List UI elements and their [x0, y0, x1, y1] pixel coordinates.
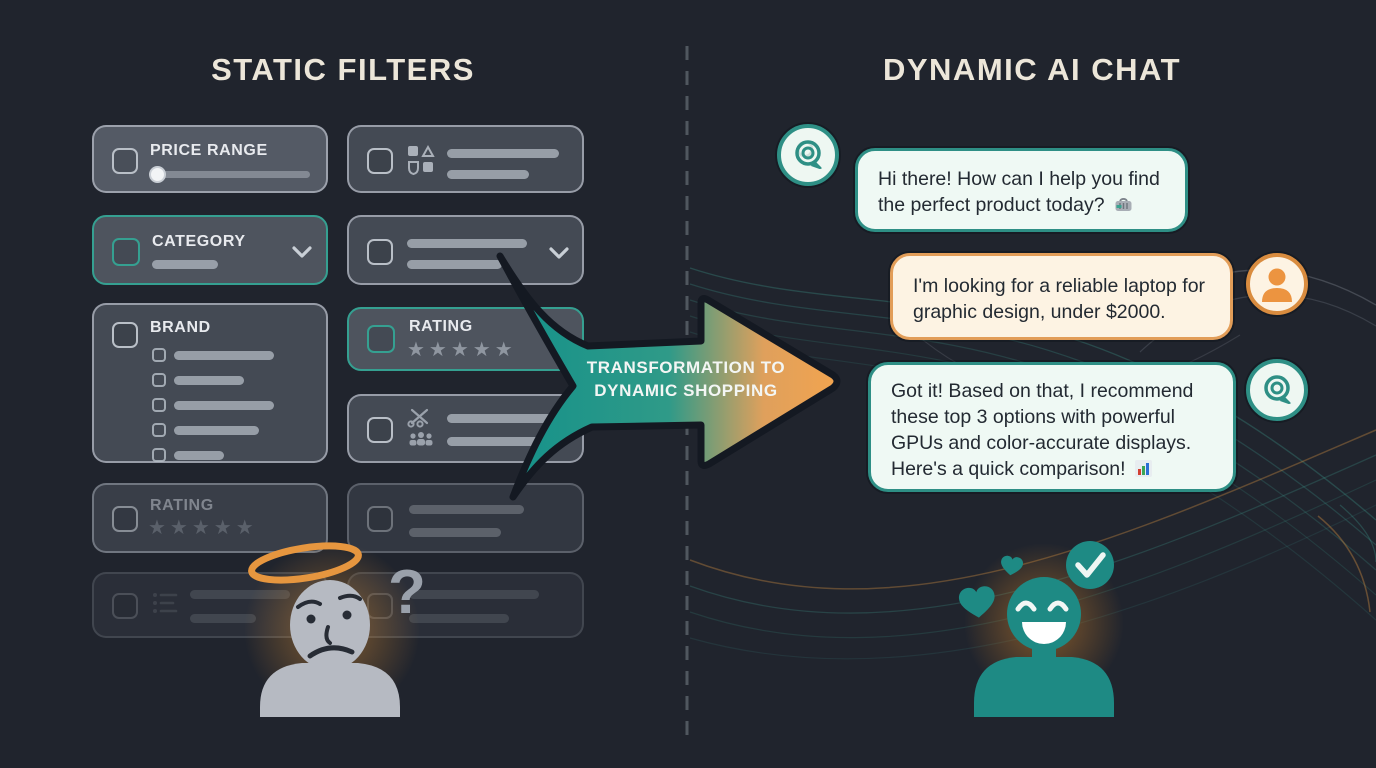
- filter-card-shapes[interactable]: [347, 125, 584, 193]
- scissors-people-icon: [407, 408, 433, 446]
- left-eyebrow: [296, 599, 322, 609]
- placeholder-bar: [174, 401, 274, 410]
- brand-option-checkbox[interactable]: [152, 398, 166, 412]
- brand-checkbox[interactable]: [112, 322, 138, 348]
- price-slider-knob[interactable]: [149, 166, 166, 183]
- placeholder-bar: [447, 149, 559, 158]
- rating-checkbox[interactable]: [367, 325, 395, 353]
- rating-filter-card[interactable]: RATING ★★★★★: [92, 483, 328, 553]
- filter-card-bars[interactable]: [347, 483, 584, 553]
- happy-shopper-illustration: [959, 541, 1124, 717]
- right-eye: [1047, 600, 1069, 612]
- shopping-basket-icon: [1115, 198, 1132, 212]
- smile-mouth: [1022, 622, 1066, 644]
- brand-option-checkbox[interactable]: [152, 448, 166, 462]
- brand-option-checkbox[interactable]: [152, 423, 166, 437]
- placeholder-bar: [447, 414, 565, 423]
- transformation-caption-line2: DYNAMIC SHOPPING: [594, 380, 778, 400]
- check-badge: [1066, 541, 1114, 589]
- placeholder-bar: [409, 528, 501, 537]
- placeholder-bar: [190, 614, 256, 623]
- user-avatar: [1246, 253, 1308, 315]
- person-icon: [1262, 268, 1292, 302]
- transformation-caption: TRANSFORMATION TO DYNAMIC SHOPPING: [576, 357, 796, 403]
- chevron-down-icon[interactable]: [292, 246, 312, 259]
- checkbox[interactable]: [367, 506, 393, 532]
- placeholder-bar: [409, 505, 524, 514]
- list-icon: [153, 593, 178, 613]
- price-range-label: PRICE RANGE: [150, 142, 268, 159]
- body: [974, 657, 1114, 717]
- question-mark: ?: [388, 558, 426, 627]
- ai-avatar: [1246, 359, 1308, 421]
- filter-card-dropdown[interactable]: [347, 215, 584, 285]
- chat-search-icon: [795, 140, 822, 169]
- placeholder-bar: [174, 426, 259, 435]
- right-eyebrow: [338, 593, 362, 601]
- checkbox[interactable]: [367, 239, 393, 265]
- placeholder-bar: [407, 239, 527, 248]
- chevron-down-icon[interactable]: [549, 247, 569, 260]
- right-eye: [342, 610, 352, 620]
- placeholder-bar: [190, 590, 290, 599]
- category-shapes-icon: [408, 144, 435, 176]
- bar-chart-icon: [1135, 460, 1152, 478]
- category-label: CATEGORY: [152, 233, 246, 250]
- message-text: Got it! Based on that, I recommend these…: [891, 380, 1194, 481]
- dynamic-ai-chat-title: DYNAMIC AI CHAT: [882, 52, 1182, 87]
- transformation-caption-line1: TRANSFORMATION TO: [586, 358, 786, 377]
- halo-icon: [248, 542, 362, 584]
- left-eye: [1015, 600, 1037, 612]
- category-checkbox[interactable]: [112, 238, 140, 266]
- star-rating[interactable]: ★★★★★: [407, 339, 517, 361]
- star-rating[interactable]: ★★★★★: [148, 517, 258, 539]
- transformation-arrow: [496, 252, 841, 501]
- placeholder-bar: [447, 170, 529, 179]
- nose: [324, 625, 332, 645]
- brand-option-checkbox[interactable]: [152, 373, 166, 387]
- price-slider-track[interactable]: [152, 171, 310, 178]
- body: [260, 663, 400, 717]
- price-range-filter-card[interactable]: PRICE RANGE: [92, 125, 328, 193]
- placeholder-bar: [174, 451, 224, 460]
- confused-face: [290, 580, 370, 670]
- checkbox[interactable]: [112, 593, 138, 619]
- check-icon: [1075, 552, 1106, 578]
- chat-message-user: I'm looking for a reliable laptop for gr…: [890, 253, 1233, 340]
- static-filters-title: STATIC FILTERS: [211, 52, 475, 87]
- brand-filter-card[interactable]: BRAND: [92, 303, 328, 463]
- price-range-checkbox[interactable]: [112, 148, 138, 174]
- rating-label: RATING: [409, 318, 473, 335]
- placeholder-bar: [174, 376, 244, 385]
- message-text: I'm looking for a reliable laptop for gr…: [913, 275, 1206, 324]
- category-filter-card[interactable]: CATEGORY: [92, 215, 328, 285]
- placeholder-bar: [447, 437, 551, 446]
- brand-label: BRAND: [150, 319, 211, 336]
- placeholder-bar: [409, 614, 509, 623]
- rating-checkbox[interactable]: [112, 506, 138, 532]
- placeholder-bar: [409, 590, 539, 599]
- brand-option-checkbox[interactable]: [152, 348, 166, 362]
- rating-label: RATING: [150, 497, 214, 514]
- chat-message-ai-1: Hi there! How can I help you find the pe…: [855, 148, 1188, 232]
- message-text: Hi there! How can I help you find the pe…: [878, 168, 1160, 217]
- chat-search-icon: [1264, 375, 1291, 404]
- left-eye: [306, 614, 316, 624]
- checkbox[interactable]: [367, 417, 393, 443]
- confused-shopper-illustration: ?: [244, 542, 426, 717]
- heart-icon: [1001, 555, 1024, 576]
- chat-message-ai-2: Got it! Based on that, I recommend these…: [868, 362, 1236, 492]
- placeholder-bar: [174, 351, 274, 360]
- placeholder-bar: [407, 260, 502, 269]
- checkbox[interactable]: [367, 148, 393, 174]
- ai-avatar: [777, 124, 839, 186]
- heart-icon: [959, 586, 995, 618]
- placeholder-bar: [152, 260, 218, 269]
- frown-mouth: [307, 645, 355, 659]
